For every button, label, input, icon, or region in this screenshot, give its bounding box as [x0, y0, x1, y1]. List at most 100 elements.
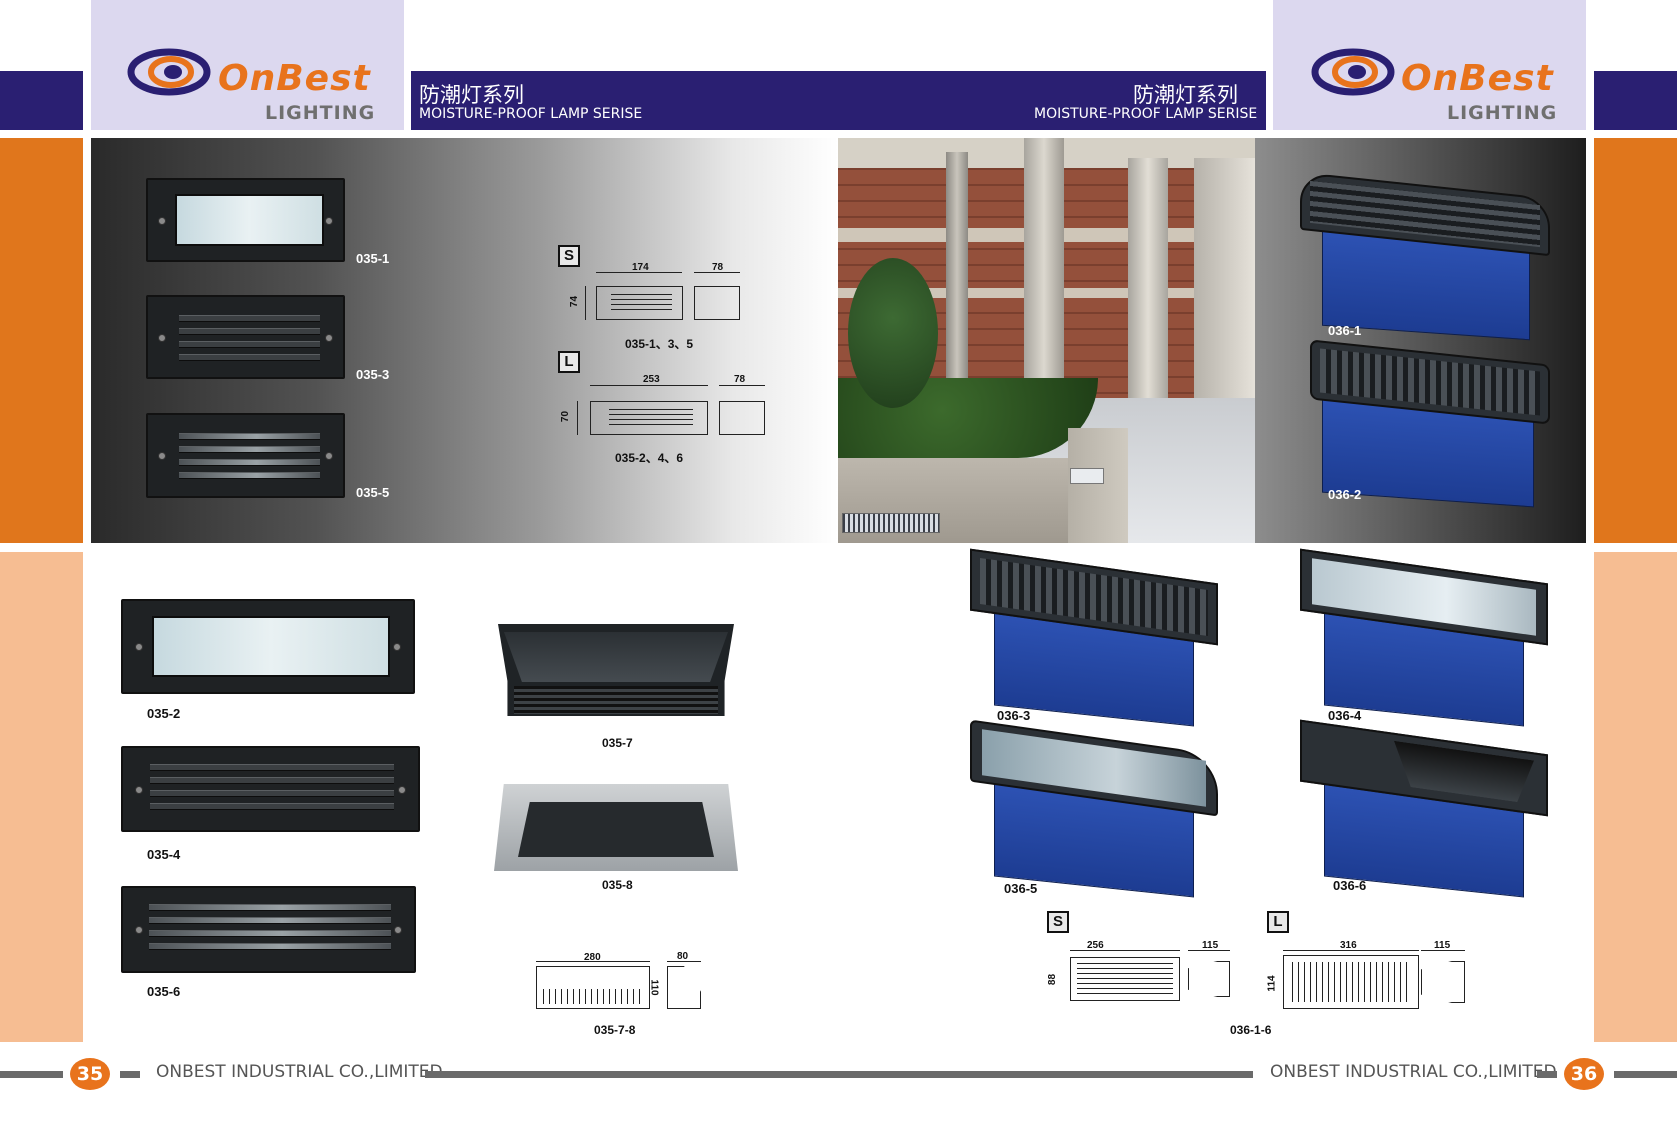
company-name-left: ONBEST INDUSTRIAL CO.,LIMITED — [156, 1062, 443, 1082]
product-code: 035-2 — [147, 706, 181, 721]
dimension-height: 88 — [1047, 973, 1059, 986]
logo-block-right: OnBest LIGHTING — [1273, 0, 1586, 130]
product-photo-035-3 — [146, 295, 345, 379]
size-tag-small: S — [558, 245, 580, 267]
header-title-en-right: MOISTURE-PROOF LAMP SERISE — [1034, 106, 1258, 122]
company-name-right: ONBEST INDUSTRIAL CO.,LIMITED — [1270, 1062, 1557, 1082]
header-bar-right-edge — [1594, 71, 1677, 130]
header-title-en-left: MOISTURE-PROOF LAMP SERISE — [419, 106, 643, 122]
footer-rule — [1537, 1071, 1557, 1078]
product-code: 035-4 — [147, 847, 181, 862]
drawing-caption: 035-2、4、6 — [615, 451, 684, 465]
dimension-line — [1283, 950, 1419, 951]
drawing-front-035-7-8 — [536, 966, 650, 1009]
brand-swirl-icon — [127, 48, 211, 96]
drawing-side-small — [694, 286, 740, 320]
drawing-front-small — [596, 286, 683, 320]
product-code: 036-4 — [1328, 708, 1362, 723]
dimension-width: 316 — [1340, 940, 1357, 951]
dimension-depth: 115 — [1202, 940, 1219, 951]
product-photo-036-1 — [1300, 171, 1550, 341]
header-bar-left-edge — [0, 71, 83, 130]
product-code: 036-6 — [1333, 878, 1367, 893]
product-photo-035-6 — [121, 886, 416, 973]
brand-name: OnBest — [1401, 58, 1554, 99]
dimension-line — [694, 272, 740, 273]
brand-subtitle: LIGHTING — [265, 102, 376, 124]
product-code: 035-5 — [356, 485, 390, 500]
side-tab-left-bottom — [0, 552, 83, 1042]
product-code: 035-3 — [356, 367, 390, 382]
dimension-line — [667, 961, 701, 962]
dimension-depth: 80 — [677, 951, 689, 962]
dimension-width: 253 — [643, 374, 660, 385]
brand-swirl-icon — [1311, 48, 1395, 96]
side-tab-left-top — [0, 138, 83, 543]
drawing-front-036-large — [1283, 955, 1419, 1009]
product-code: 036-3 — [997, 708, 1031, 723]
dimension-height: 74 — [569, 295, 581, 308]
product-code: 035-6 — [147, 984, 181, 999]
drawing-front-large — [590, 401, 708, 435]
drawing-caption: 036-1-6 — [1230, 1023, 1272, 1037]
header-title-cn-right: 防潮灯系列 — [1133, 83, 1238, 107]
drawing-caption: 035-7-8 — [594, 1023, 636, 1037]
footer-rule — [425, 1071, 1253, 1078]
dimension-line — [1188, 950, 1230, 951]
dimension-width: 280 — [584, 952, 601, 963]
page-number-left: 35 — [70, 1058, 110, 1090]
drawing-caption: 035-1、3、5 — [625, 337, 694, 351]
dimension-line — [719, 385, 765, 386]
drawing-side-036-large — [1421, 961, 1465, 1003]
size-tag-large: L — [1267, 911, 1289, 933]
dimension-line — [577, 401, 578, 435]
product-code: 036-2 — [1328, 487, 1362, 502]
product-photo-035-2 — [121, 599, 415, 694]
product-photo-035-5 — [146, 413, 345, 498]
drawing-front-036-small — [1070, 957, 1180, 1001]
product-photo-035-7 — [494, 624, 738, 716]
product-photo-036-5 — [970, 719, 1218, 898]
product-photo-035-8 — [494, 784, 738, 871]
architecture-photo — [838, 138, 1255, 543]
product-photo-035-1 — [146, 178, 345, 262]
dimension-line — [1421, 950, 1465, 951]
dimension-width: 256 — [1087, 940, 1104, 951]
product-code: 035-1 — [356, 251, 390, 266]
product-photo-036-6 — [1300, 719, 1548, 898]
dimension-line — [585, 286, 586, 320]
dimension-depth: 78 — [712, 262, 724, 273]
drawing-side-035-7-8 — [667, 966, 701, 1009]
dimension-height: 70 — [560, 410, 572, 423]
product-photo-035-4 — [121, 746, 420, 832]
header-bar-center — [411, 71, 1266, 130]
product-code: 036-5 — [1004, 881, 1038, 896]
product-photo-036-2 — [1310, 339, 1550, 508]
dimension-line — [1070, 950, 1180, 951]
page-number-right: 36 — [1564, 1058, 1604, 1090]
dimension-height: 110 — [648, 979, 660, 996]
product-code: 036-1 — [1328, 323, 1362, 338]
side-tab-right-bottom — [1594, 552, 1677, 1042]
dimension-height: 114 — [1266, 975, 1278, 992]
dimension-depth: 78 — [734, 374, 746, 385]
product-code: 035-8 — [602, 878, 633, 892]
dimension-line — [590, 385, 708, 386]
header-title-cn-left: 防潮灯系列 — [419, 83, 524, 107]
dimension-width: 174 — [632, 262, 649, 273]
footer-rule — [120, 1071, 140, 1078]
product-photo-036-3 — [970, 548, 1218, 727]
size-tag-large: L — [558, 351, 580, 373]
product-photo-036-4 — [1300, 548, 1548, 727]
dimension-depth: 115 — [1434, 940, 1451, 951]
side-tab-right-top — [1594, 138, 1677, 543]
footer-rule — [0, 1071, 63, 1078]
dimension-line — [596, 272, 682, 273]
brand-subtitle: LIGHTING — [1447, 102, 1558, 124]
product-code: 035-7 — [602, 736, 633, 750]
dimension-line — [536, 961, 650, 962]
drawing-side-036-small — [1188, 961, 1230, 997]
drawing-side-large — [719, 401, 765, 435]
footer-rule — [1614, 1071, 1677, 1078]
